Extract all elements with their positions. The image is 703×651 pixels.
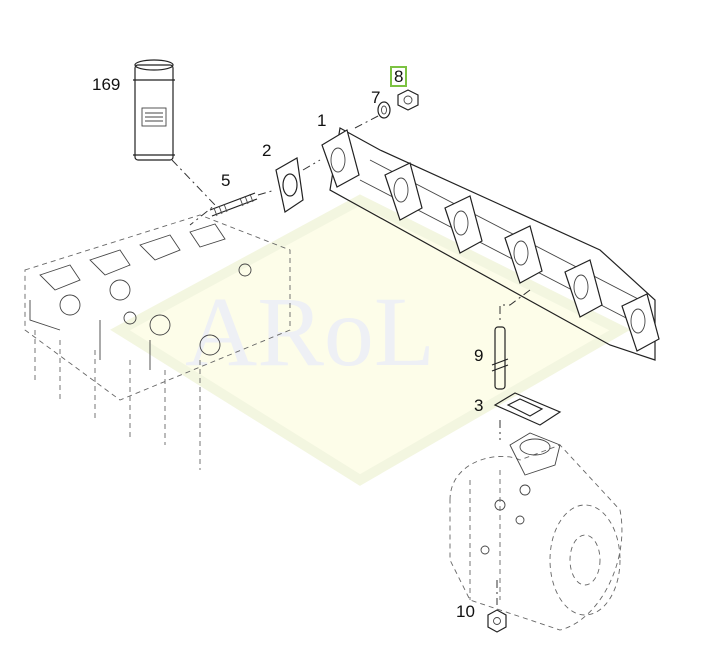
watermark: ARoL <box>110 194 631 486</box>
part-5-stud[interactable] <box>209 192 258 217</box>
callout-1[interactable]: 1 <box>317 111 327 130</box>
part-3-gasket[interactable] <box>493 392 562 426</box>
callout-7[interactable]: 7 <box>371 88 381 107</box>
callout-2[interactable]: 2 <box>262 141 272 160</box>
part-2-gasket[interactable] <box>275 157 304 213</box>
part-7-washer[interactable] <box>377 101 391 119</box>
part-8-nut[interactable] <box>397 89 419 111</box>
callout-169[interactable]: 169 <box>92 75 121 94</box>
callout-5[interactable]: 5 <box>221 171 231 190</box>
part-9-stud[interactable] <box>491 326 509 390</box>
part-169-sleeve[interactable] <box>133 59 175 161</box>
engine-cylinder-head[interactable] <box>24 214 291 470</box>
callout-9[interactable]: 9 <box>474 346 484 365</box>
callout-8-selected[interactable]: 8 <box>390 66 408 87</box>
callout-10[interactable]: 10 <box>456 602 475 621</box>
turbocharger[interactable] <box>449 432 623 631</box>
callout-3[interactable]: 3 <box>474 396 484 415</box>
part-1-exhaust-manifold[interactable] <box>321 127 660 361</box>
watermark-text: ARoL <box>185 276 435 387</box>
part-10-nut[interactable] <box>487 609 507 633</box>
